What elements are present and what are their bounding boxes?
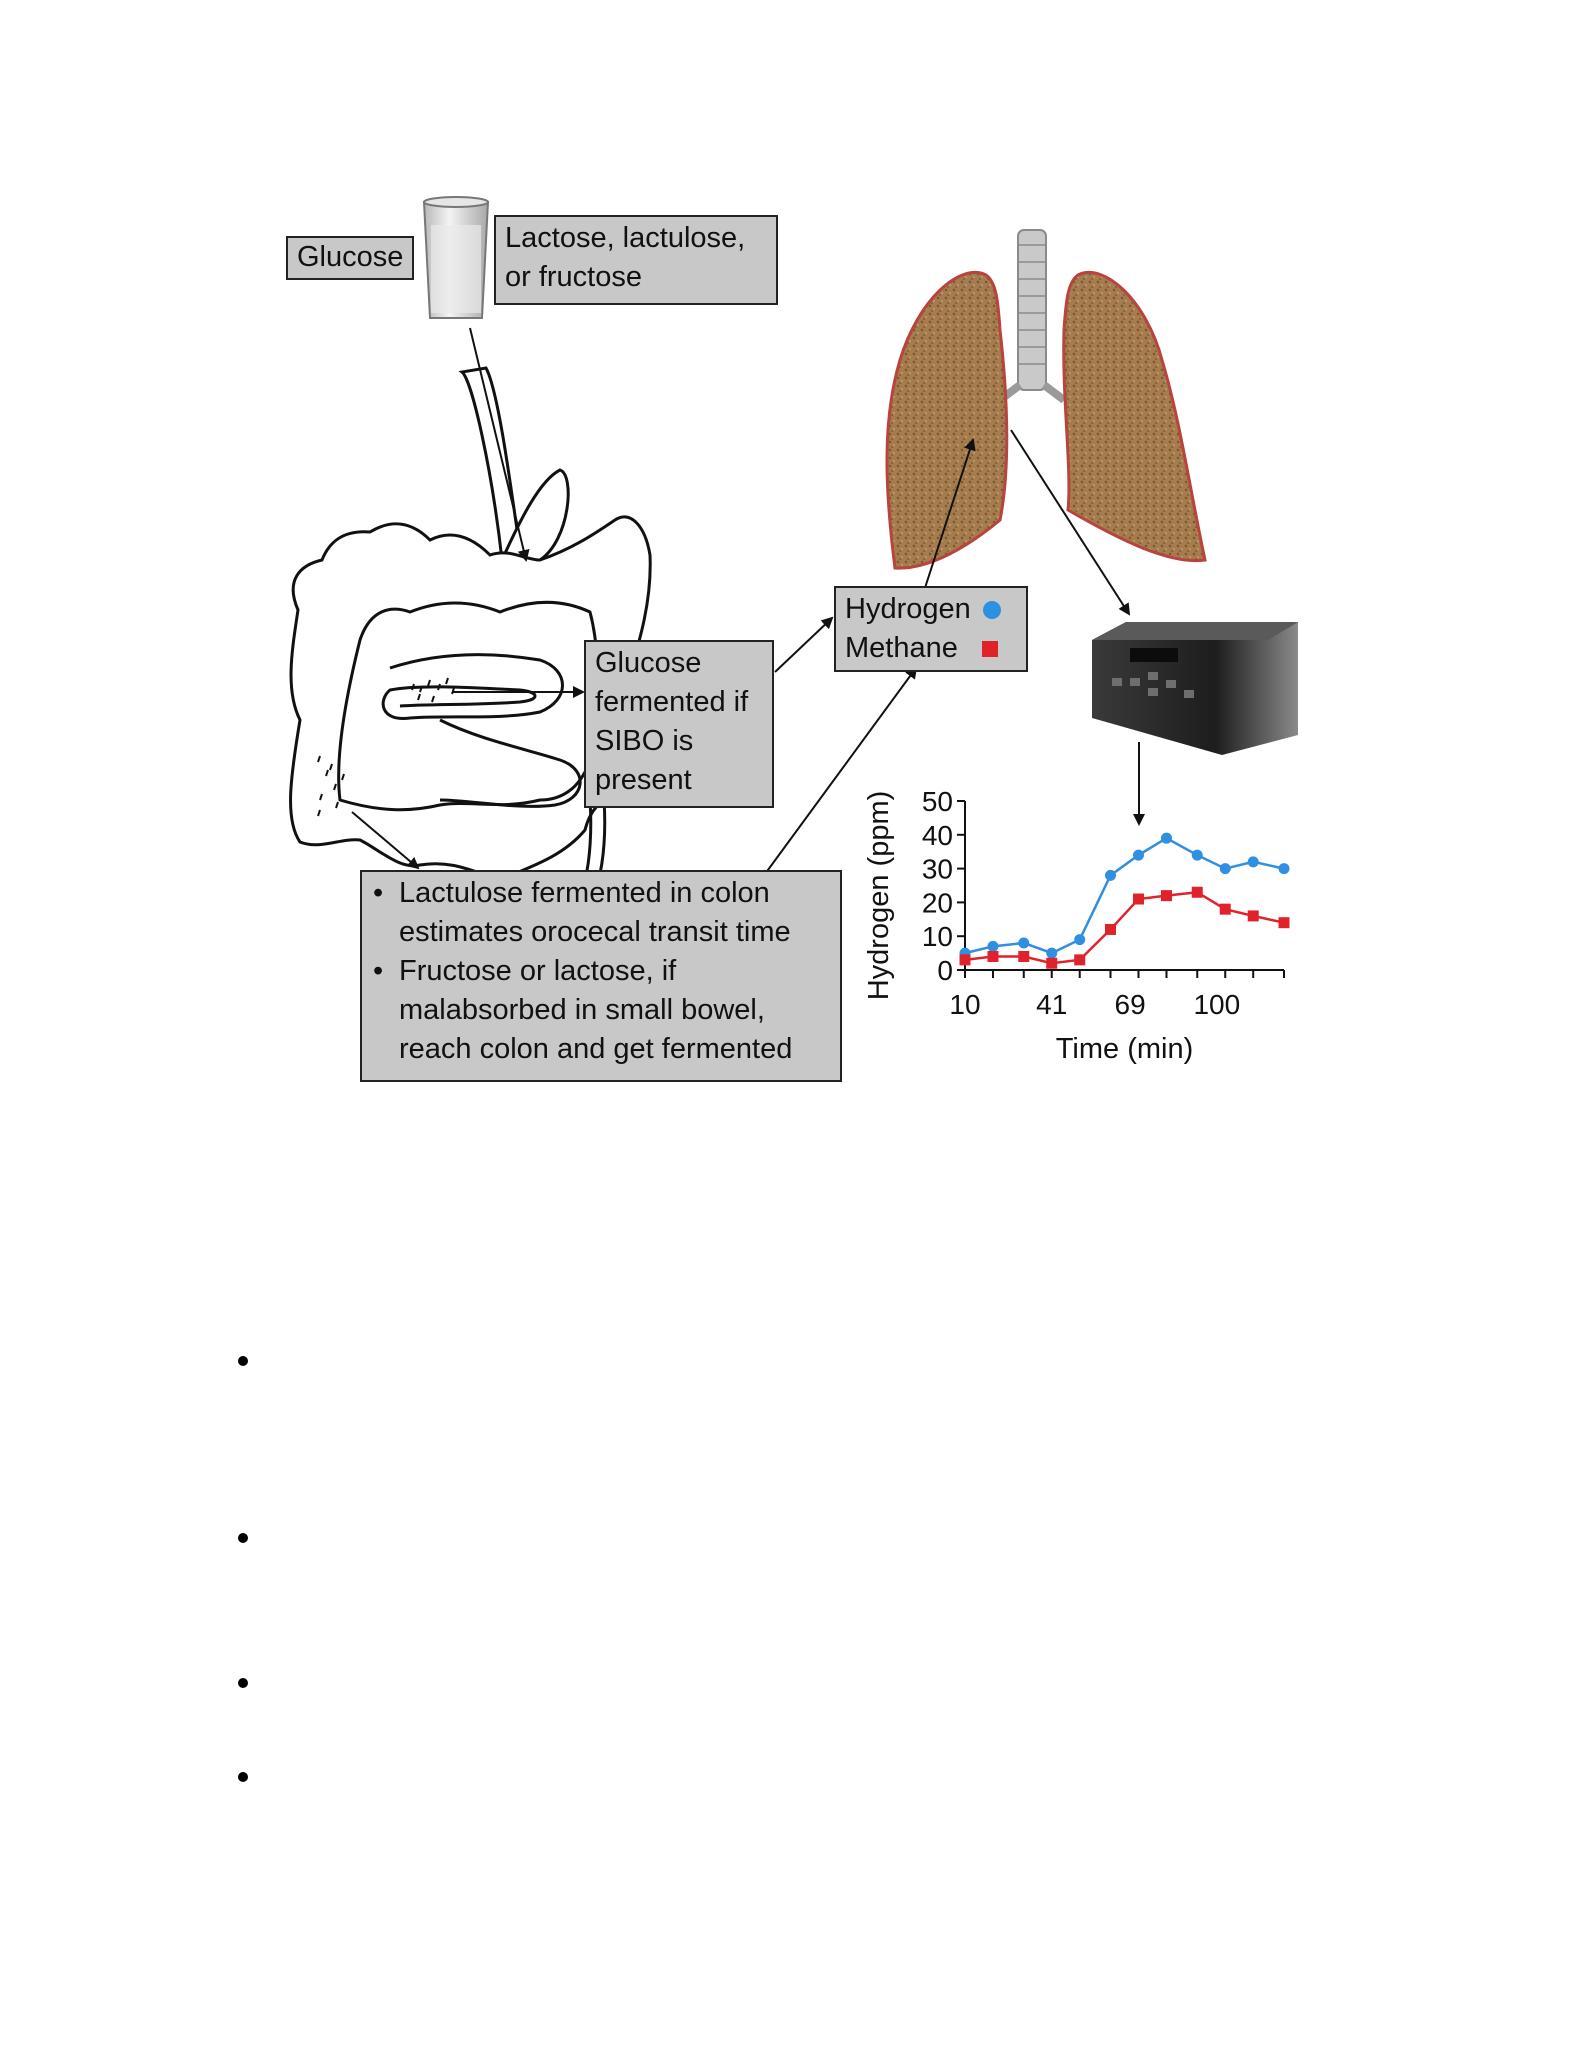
colon-note-lactulose-line1: Lactulose fermented in colon <box>399 877 770 909</box>
glass-of-water-icon <box>422 196 490 319</box>
methane-point <box>1160 890 1172 902</box>
x-tick-label: 41 <box>1036 989 1067 1020</box>
methane-point <box>1018 950 1030 962</box>
methane-point <box>1074 954 1086 966</box>
flow-arrows <box>351 327 1145 875</box>
arrow-gas-to-lungs <box>922 438 976 595</box>
methane-point <box>1278 917 1290 929</box>
list-bullet <box>238 1772 248 1782</box>
arrow-lungs-to-analyzer <box>1010 429 1131 616</box>
y-tick-label: 10 <box>922 921 953 952</box>
legend-hydrogen: Hydrogen <box>845 590 1017 629</box>
list-bullet <box>238 1678 248 1688</box>
gas-legend: Hydrogen Methane <box>834 586 1028 672</box>
x-axis-title: Time (min) <box>1056 1033 1193 1065</box>
arrow-glucose-to-gas <box>774 616 834 673</box>
hydrogen-point <box>1219 863 1231 875</box>
glucose-fermented-line2: fermented if <box>595 686 749 718</box>
hydrogen-point <box>1278 863 1290 875</box>
hydrogen-point <box>1018 937 1030 949</box>
glucose-fermented-line3: SIBO is <box>595 725 694 757</box>
lactose-lactulose-fructose-label: Lactose, lactulose, or fructose <box>494 215 778 305</box>
legend-methane-label: Methane <box>845 632 958 664</box>
series-line-hydrogen <box>964 836 1285 955</box>
y-tick-label: 0 <box>937 955 953 986</box>
colon-note-lactulose-line2: estimates orocecal transit time <box>399 916 791 948</box>
legend-hydrogen-label: Hydrogen <box>845 593 971 625</box>
lactose-label-line1: Lactose, lactulose, <box>505 222 746 254</box>
colon-note-fructose: Fructose or lactose, if malabsorbed in s… <box>371 952 831 1069</box>
colon-note-fructose-line3: reach colon and get fermented <box>399 1033 793 1065</box>
methane-point <box>959 954 971 966</box>
y-tick-label: 30 <box>922 854 953 885</box>
arrow-colon-to-notes <box>351 811 420 870</box>
glucose-fermented-line4: present <box>595 764 692 796</box>
lactose-label-line2: or fructose <box>505 261 642 293</box>
x-tick-label: 100 <box>1193 989 1240 1020</box>
colon-note-fructose-line1: Fructose or lactose, if <box>399 955 677 987</box>
hydrogen-point <box>1046 947 1058 959</box>
lungs-icon <box>885 229 1207 570</box>
hydrogen-point <box>1191 849 1203 861</box>
hydrogen-point <box>1160 832 1172 844</box>
hydrogen-point <box>1247 856 1259 868</box>
methane-point <box>1219 903 1231 915</box>
y-tick-label: 50 <box>922 786 953 817</box>
colon-note-fructose-line2: malabsorbed in small bowel, <box>399 994 765 1026</box>
series-line-methane <box>964 890 1285 965</box>
methane-point <box>987 950 999 962</box>
arrow-drink-to-stomach <box>469 327 530 562</box>
glucose-fermented-label: Glucose fermented if SIBO is present <box>584 640 774 808</box>
list-bullet <box>238 1533 248 1543</box>
y-tick-label: 40 <box>922 820 953 851</box>
x-tick-label: 10 <box>949 989 980 1020</box>
colon-notes-label: Lactulose fermented in colon estimates o… <box>360 870 842 1082</box>
glucose-fermented-line1: Glucose <box>595 647 702 679</box>
methane-point <box>1046 957 1058 969</box>
x-tick-label: 69 <box>1115 989 1146 1020</box>
glucose-label: Glucose <box>286 236 414 280</box>
methane-point <box>1247 910 1259 922</box>
hydrogen-point <box>1074 934 1086 946</box>
colon-note-lactulose: Lactulose fermented in colon estimates o… <box>371 874 831 952</box>
hydrogen-point <box>987 940 999 952</box>
arrow-notes-to-gas <box>764 666 918 875</box>
hydrogen-circle-icon <box>982 600 1001 619</box>
hydrogen-point <box>1132 849 1144 861</box>
methane-point <box>1105 923 1117 935</box>
y-tick-label: 20 <box>922 887 953 918</box>
methane-square-icon <box>981 640 998 657</box>
y-axis-title: Hydrogen (ppm) <box>863 791 895 1001</box>
digestive-tract-icon <box>289 366 652 883</box>
legend-methane: Methane <box>845 629 1017 668</box>
breath-analyzer-icon <box>1092 622 1298 755</box>
methane-point <box>1132 893 1144 905</box>
colon-notes-list: Lactulose fermented in colon estimates o… <box>371 874 831 1069</box>
methane-point <box>1191 886 1203 898</box>
hydrogen-point <box>1105 869 1117 881</box>
list-bullet <box>238 1356 248 1366</box>
